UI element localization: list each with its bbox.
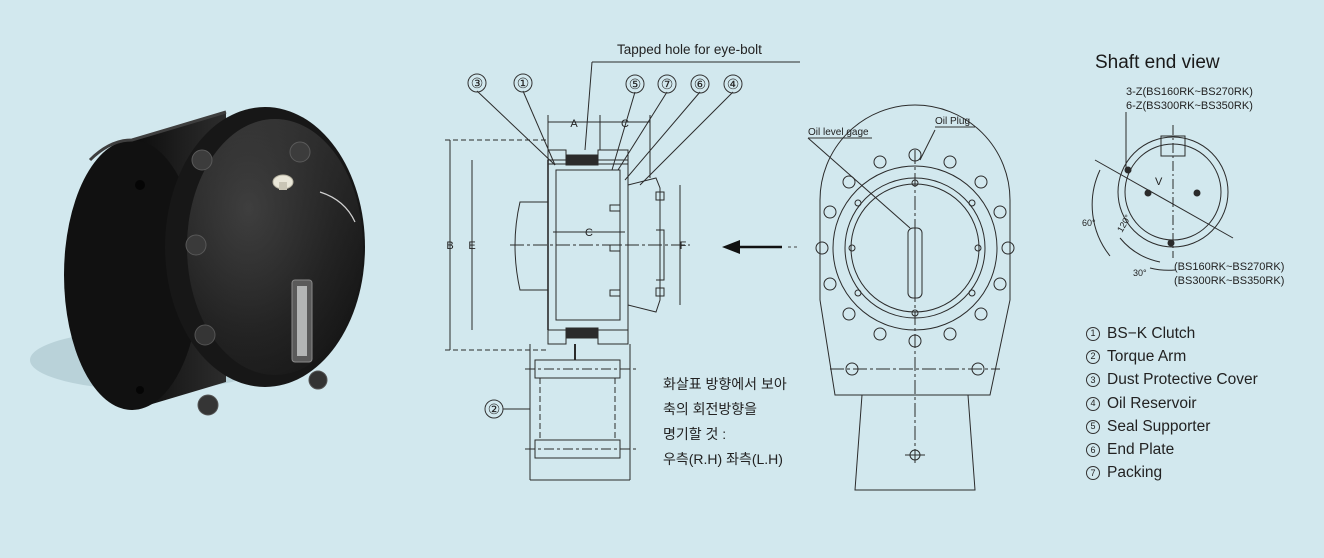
range-note-1: (BS160RK~BS270RK) <box>1174 261 1284 273</box>
bolt-head <box>289 141 311 163</box>
svg-text:③: ③ <box>471 75 484 91</box>
svg-text:②: ② <box>488 401 501 417</box>
bolt-head <box>308 370 328 390</box>
legend-item: 1 BS−K Clutch <box>1086 322 1258 345</box>
z-note-1: 3-Z(BS160RK~BS270RK) <box>1126 86 1253 98</box>
eye-bolt-label: Tapped hole for eye-bolt <box>617 42 762 57</box>
housing-back <box>64 140 200 410</box>
callout-7: ⑦ <box>657 74 677 94</box>
svg-text:④: ④ <box>727 76 740 92</box>
shaft-end-view-holes <box>1124 166 1201 247</box>
legend-number: 3 <box>1086 373 1100 388</box>
legend-item: 3 Dust Protective Cover <box>1086 369 1258 392</box>
bolt-head <box>185 234 207 256</box>
legend-number: 7 <box>1086 466 1100 481</box>
oil-level-gage-label: Oil level gage <box>808 127 869 138</box>
legend-label: Seal Supporter <box>1107 417 1211 435</box>
front-view-labels: Oil level gage Oil Plug <box>808 116 975 139</box>
legend-number: 1 <box>1086 326 1100 341</box>
legend-label: Torque Arm <box>1107 347 1187 365</box>
svg-text:⑦: ⑦ <box>661 76 674 92</box>
legend-item: 2 Torque Arm <box>1086 345 1258 368</box>
svg-text:축의 회전방향을: 축의 회전방향을 <box>663 401 757 417</box>
legend-item: 6 End Plate <box>1086 438 1258 461</box>
svg-text:⑤: ⑤ <box>629 76 642 92</box>
callout-1: ① <box>513 73 533 93</box>
shaft-end-view-title: Shaft end view <box>1095 52 1220 73</box>
bolt-head <box>191 149 213 171</box>
callout-2: ② <box>484 399 504 419</box>
svg-text:화살표 방향에서 보아: 화살표 방향에서 보아 <box>663 376 787 392</box>
front-view <box>807 104 1015 491</box>
dim-C-inner: C <box>585 227 593 239</box>
legend-label: Oil Reservoir <box>1107 394 1197 412</box>
svg-text:①: ① <box>517 75 530 91</box>
dim-F: F <box>680 240 687 252</box>
rotation-note: 화살표 방향에서 보아 축의 회전방향을 명기할 것 : 우측(R.H) 좌측(… <box>663 376 787 467</box>
callout-5: ⑤ <box>625 74 645 94</box>
callout-6: ⑥ <box>690 74 710 94</box>
dim-B: B <box>446 240 453 252</box>
angle-30: 30° <box>1133 268 1147 278</box>
svg-text:우측(R.H) 좌측(L.H): 우측(R.H) 좌측(L.H) <box>663 451 783 467</box>
parts-legend: 1 BS−K Clutch 2 Torque Arm 3 Dust Protectiv… <box>1086 322 1258 485</box>
angle-60: 60° <box>1082 218 1096 228</box>
dim-E: E <box>468 240 475 252</box>
legend-label: BS−K Clutch <box>1107 324 1196 342</box>
sectional-drawing <box>445 61 800 481</box>
callout-3: ③ <box>467 73 487 93</box>
legend-number: 4 <box>1086 396 1100 411</box>
legend-number: 5 <box>1086 419 1100 434</box>
sectional-drawing-labels: Tapped hole for eye-bolt ③ ① ⑤ ⑦ ⑥ ④ ② A… <box>446 42 786 467</box>
legend-item: 4 Oil Reservoir <box>1086 392 1258 415</box>
svg-text:명기할 것 :: 명기할 것 : <box>663 426 726 442</box>
legend-label: End Plate <box>1107 441 1175 459</box>
bolt-head <box>194 324 216 346</box>
shaft-end-view-drawing <box>1091 112 1234 271</box>
dim-C-top: C <box>621 118 629 130</box>
view-direction-arrow <box>722 240 800 254</box>
legend-item: 5 Seal Supporter <box>1086 415 1258 438</box>
center-label-V: V <box>1155 176 1163 188</box>
range-note-2: (BS300RK~BS350RK) <box>1174 275 1284 287</box>
clutch-photo <box>30 107 365 416</box>
dim-A: A <box>570 118 578 130</box>
legend-number: 6 <box>1086 443 1100 458</box>
callout-4: ④ <box>723 74 743 94</box>
legend-label: Dust Protective Cover <box>1107 371 1258 389</box>
legend-label: Packing <box>1107 464 1163 482</box>
legend-item: 7 Packing <box>1086 462 1258 485</box>
angle-120: 120° <box>1115 213 1133 234</box>
oil-plug-label: Oil Plug <box>935 116 970 127</box>
z-note-2: 6-Z(BS300RK~BS350RK) <box>1126 100 1253 112</box>
svg-text:⑥: ⑥ <box>694 76 707 92</box>
bolt-head <box>197 394 219 416</box>
legend-number: 2 <box>1086 349 1100 364</box>
